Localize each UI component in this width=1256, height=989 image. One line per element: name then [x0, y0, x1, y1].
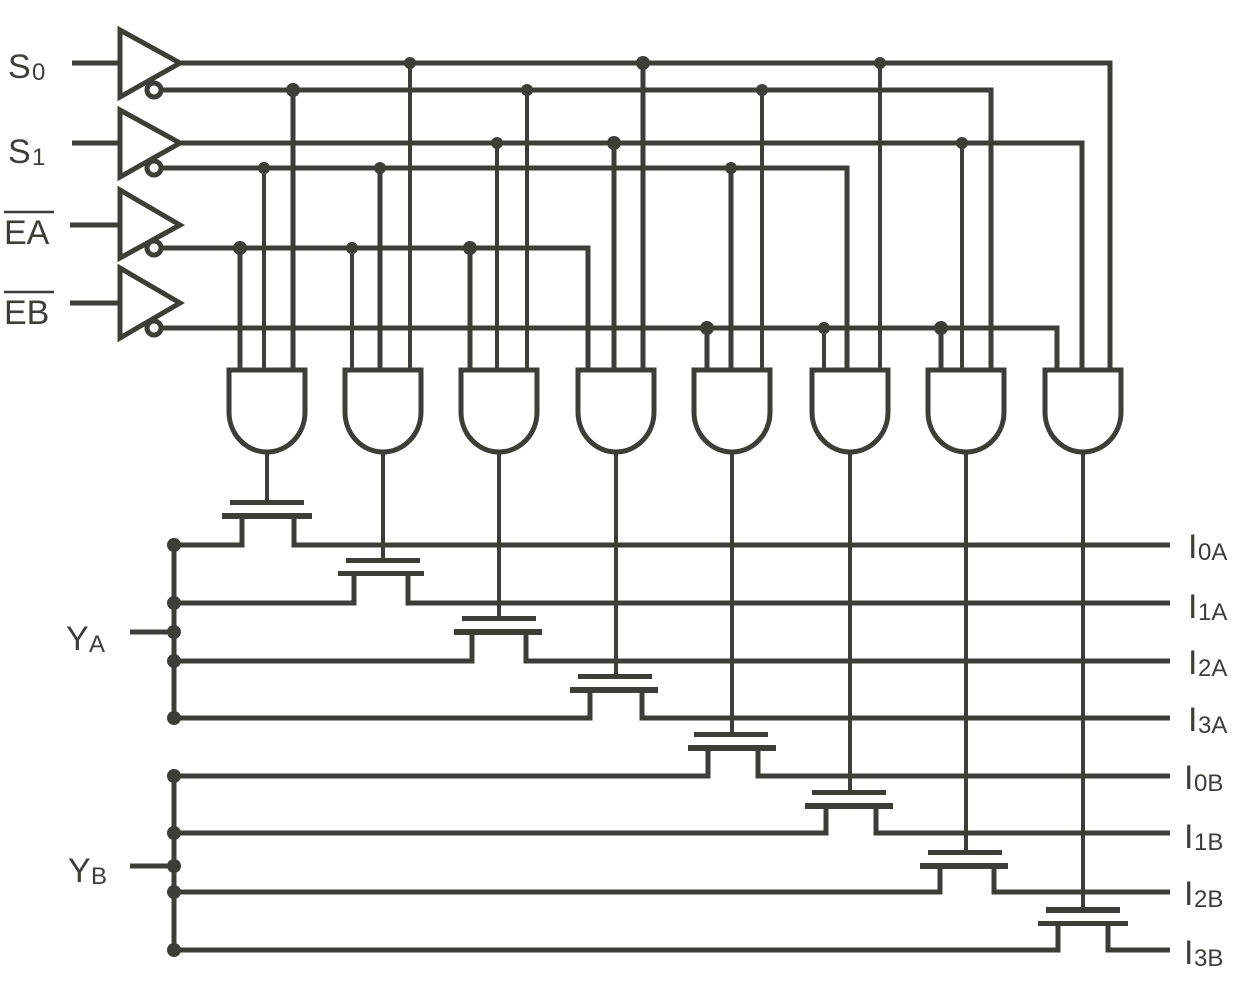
input-label-eb: EB: [4, 290, 54, 332]
and-gates: [226, 367, 1124, 455]
svg-text:I: I: [1188, 588, 1197, 626]
and-gate-7: [1042, 367, 1124, 455]
gate-output-lines: [265, 452, 1085, 910]
switch-0: [174, 500, 1170, 548]
svg-text:1B: 1B: [1194, 829, 1223, 856]
output-bus-ya: [130, 538, 181, 725]
label-main: Y: [68, 852, 91, 890]
svg-text:I: I: [1184, 875, 1193, 913]
svg-text:I: I: [1188, 528, 1197, 566]
buffer-s1: [117, 105, 186, 182]
switch-2: [174, 616, 1170, 664]
svg-text:0B: 0B: [1194, 770, 1223, 797]
svg-text:I: I: [1184, 934, 1193, 972]
label-sub: B: [91, 863, 107, 890]
label-sub: A: [89, 631, 105, 658]
gate-input-taps: [237, 63, 964, 370]
svg-text:I: I: [1184, 759, 1193, 797]
buffer-eb: [117, 263, 185, 343]
label-main: EB: [4, 294, 49, 332]
input-label-ea: EA: [4, 210, 54, 252]
label-sub: 0: [32, 59, 45, 86]
output-bus-yb: [130, 769, 181, 957]
svg-text:0A: 0A: [1198, 539, 1227, 566]
svg-text:2A: 2A: [1198, 655, 1227, 682]
switch-1: [174, 558, 1170, 606]
svg-text:I: I: [1188, 644, 1197, 682]
label-main: S: [8, 133, 31, 171]
svg-text:3B: 3B: [1194, 945, 1223, 972]
label-sub: 1: [32, 144, 45, 171]
label-main: EA: [4, 214, 50, 252]
buffer-s0: [117, 25, 186, 102]
buffer-ea: [117, 185, 186, 263]
switch-6: [174, 850, 1170, 895]
label-main: Y: [66, 620, 89, 658]
input-leads: [70, 60, 122, 306]
input-label-s1: S 1: [8, 133, 45, 171]
switch-7: [174, 907, 1170, 953]
svg-text:1A: 1A: [1198, 599, 1227, 626]
and-gate-1: [342, 367, 424, 455]
control-rails: [161, 60, 1113, 370]
and-gate-5: [809, 367, 891, 455]
and-gate-6: [925, 367, 1007, 455]
svg-text:I: I: [1184, 818, 1193, 856]
input-label-s0: S 0: [8, 48, 45, 86]
svg-text:2B: 2B: [1194, 886, 1223, 913]
junction-dots: [233, 56, 968, 335]
output-label-yb: Y B: [68, 852, 107, 890]
svg-text:I: I: [1188, 701, 1197, 739]
switches: [174, 500, 1170, 953]
svg-text:3A: 3A: [1198, 712, 1227, 739]
switch-5: [174, 790, 1170, 836]
and-gate-3: [575, 367, 657, 455]
label-main: S: [8, 48, 31, 86]
and-gate-2: [458, 367, 540, 455]
and-gate-4: [691, 367, 773, 455]
switch-3: [174, 674, 1170, 721]
and-gate-0: [226, 367, 308, 455]
output-label-ya: Y A: [66, 620, 105, 658]
switch-4: [174, 732, 1170, 779]
